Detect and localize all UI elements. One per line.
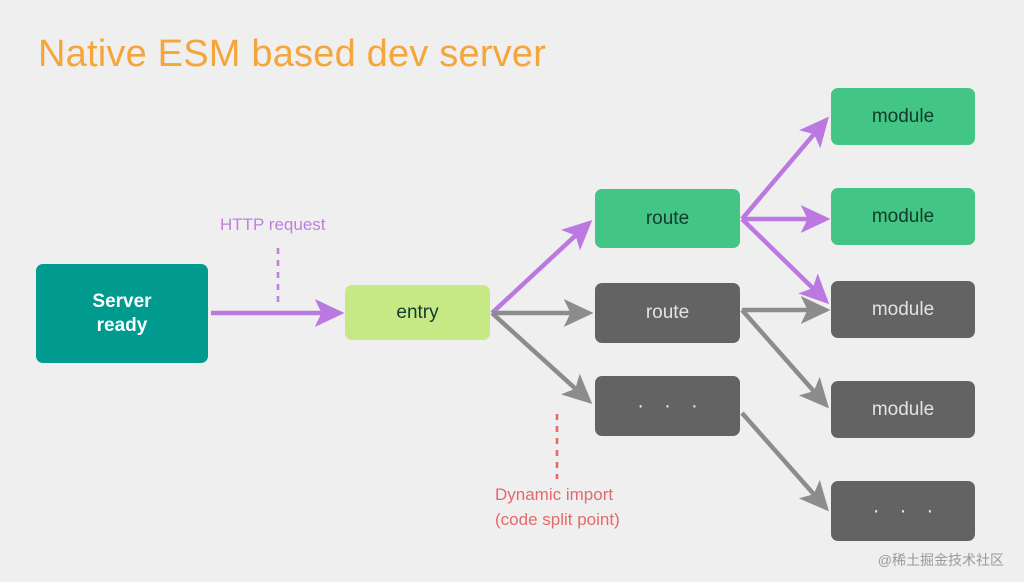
node-module-gray-1[interactable]: module bbox=[831, 281, 975, 338]
node-ellipsis-mid-label: · · · bbox=[637, 393, 705, 417]
node-server-ready-label-line2: ready bbox=[96, 314, 148, 336]
node-ellipsis-end-label: · · · bbox=[872, 498, 941, 522]
node-module-green-2[interactable]: module bbox=[831, 188, 975, 245]
node-module-green-1-label: module bbox=[871, 105, 935, 127]
node-module-gray-1-label: module bbox=[871, 298, 935, 320]
node-entry[interactable]: entry bbox=[345, 285, 490, 340]
node-module-green-2-label: module bbox=[871, 205, 935, 227]
node-route-green-label: route bbox=[645, 207, 690, 229]
node-ellipsis-mid[interactable]: · · · bbox=[595, 376, 740, 436]
dynamic-import-line-1: Dynamic import bbox=[495, 485, 614, 504]
node-route-gray[interactable]: route bbox=[595, 283, 740, 343]
http-request-annotation: HTTP request bbox=[220, 215, 326, 234]
node-module-gray-2-label: module bbox=[871, 398, 935, 420]
edge-route-gray-to-module-gray-2 bbox=[740, 308, 829, 409]
edge-route-green-to-module-gray-1 bbox=[740, 217, 830, 305]
edge-ellipsis-to-ellipsis bbox=[740, 411, 829, 512]
dynamic-import-line-2: (code split point) bbox=[495, 509, 620, 529]
node-module-gray-2[interactable]: module bbox=[831, 381, 975, 438]
node-route-gray-label: route bbox=[645, 302, 690, 324]
page-title: Native ESM based dev server bbox=[38, 33, 547, 75]
node-route-green[interactable]: route bbox=[595, 189, 740, 248]
node-entry-label: entry bbox=[396, 301, 439, 323]
dynamic-import-annotation: Dynamic import (code split point) bbox=[495, 483, 695, 532]
node-module-green-1[interactable]: module bbox=[831, 88, 975, 145]
edge-route-green-to-module-1 bbox=[740, 116, 829, 221]
watermark: @稀土掘金技术社区 bbox=[877, 552, 1004, 568]
node-server-ready-label-line1: Server bbox=[92, 290, 152, 312]
edge-entry-to-ellipsis bbox=[490, 311, 593, 405]
node-ellipsis-end[interactable]: · · · bbox=[831, 481, 975, 541]
node-server-ready[interactable]: Server ready bbox=[36, 264, 208, 363]
edge-entry-to-route-green bbox=[490, 219, 593, 315]
